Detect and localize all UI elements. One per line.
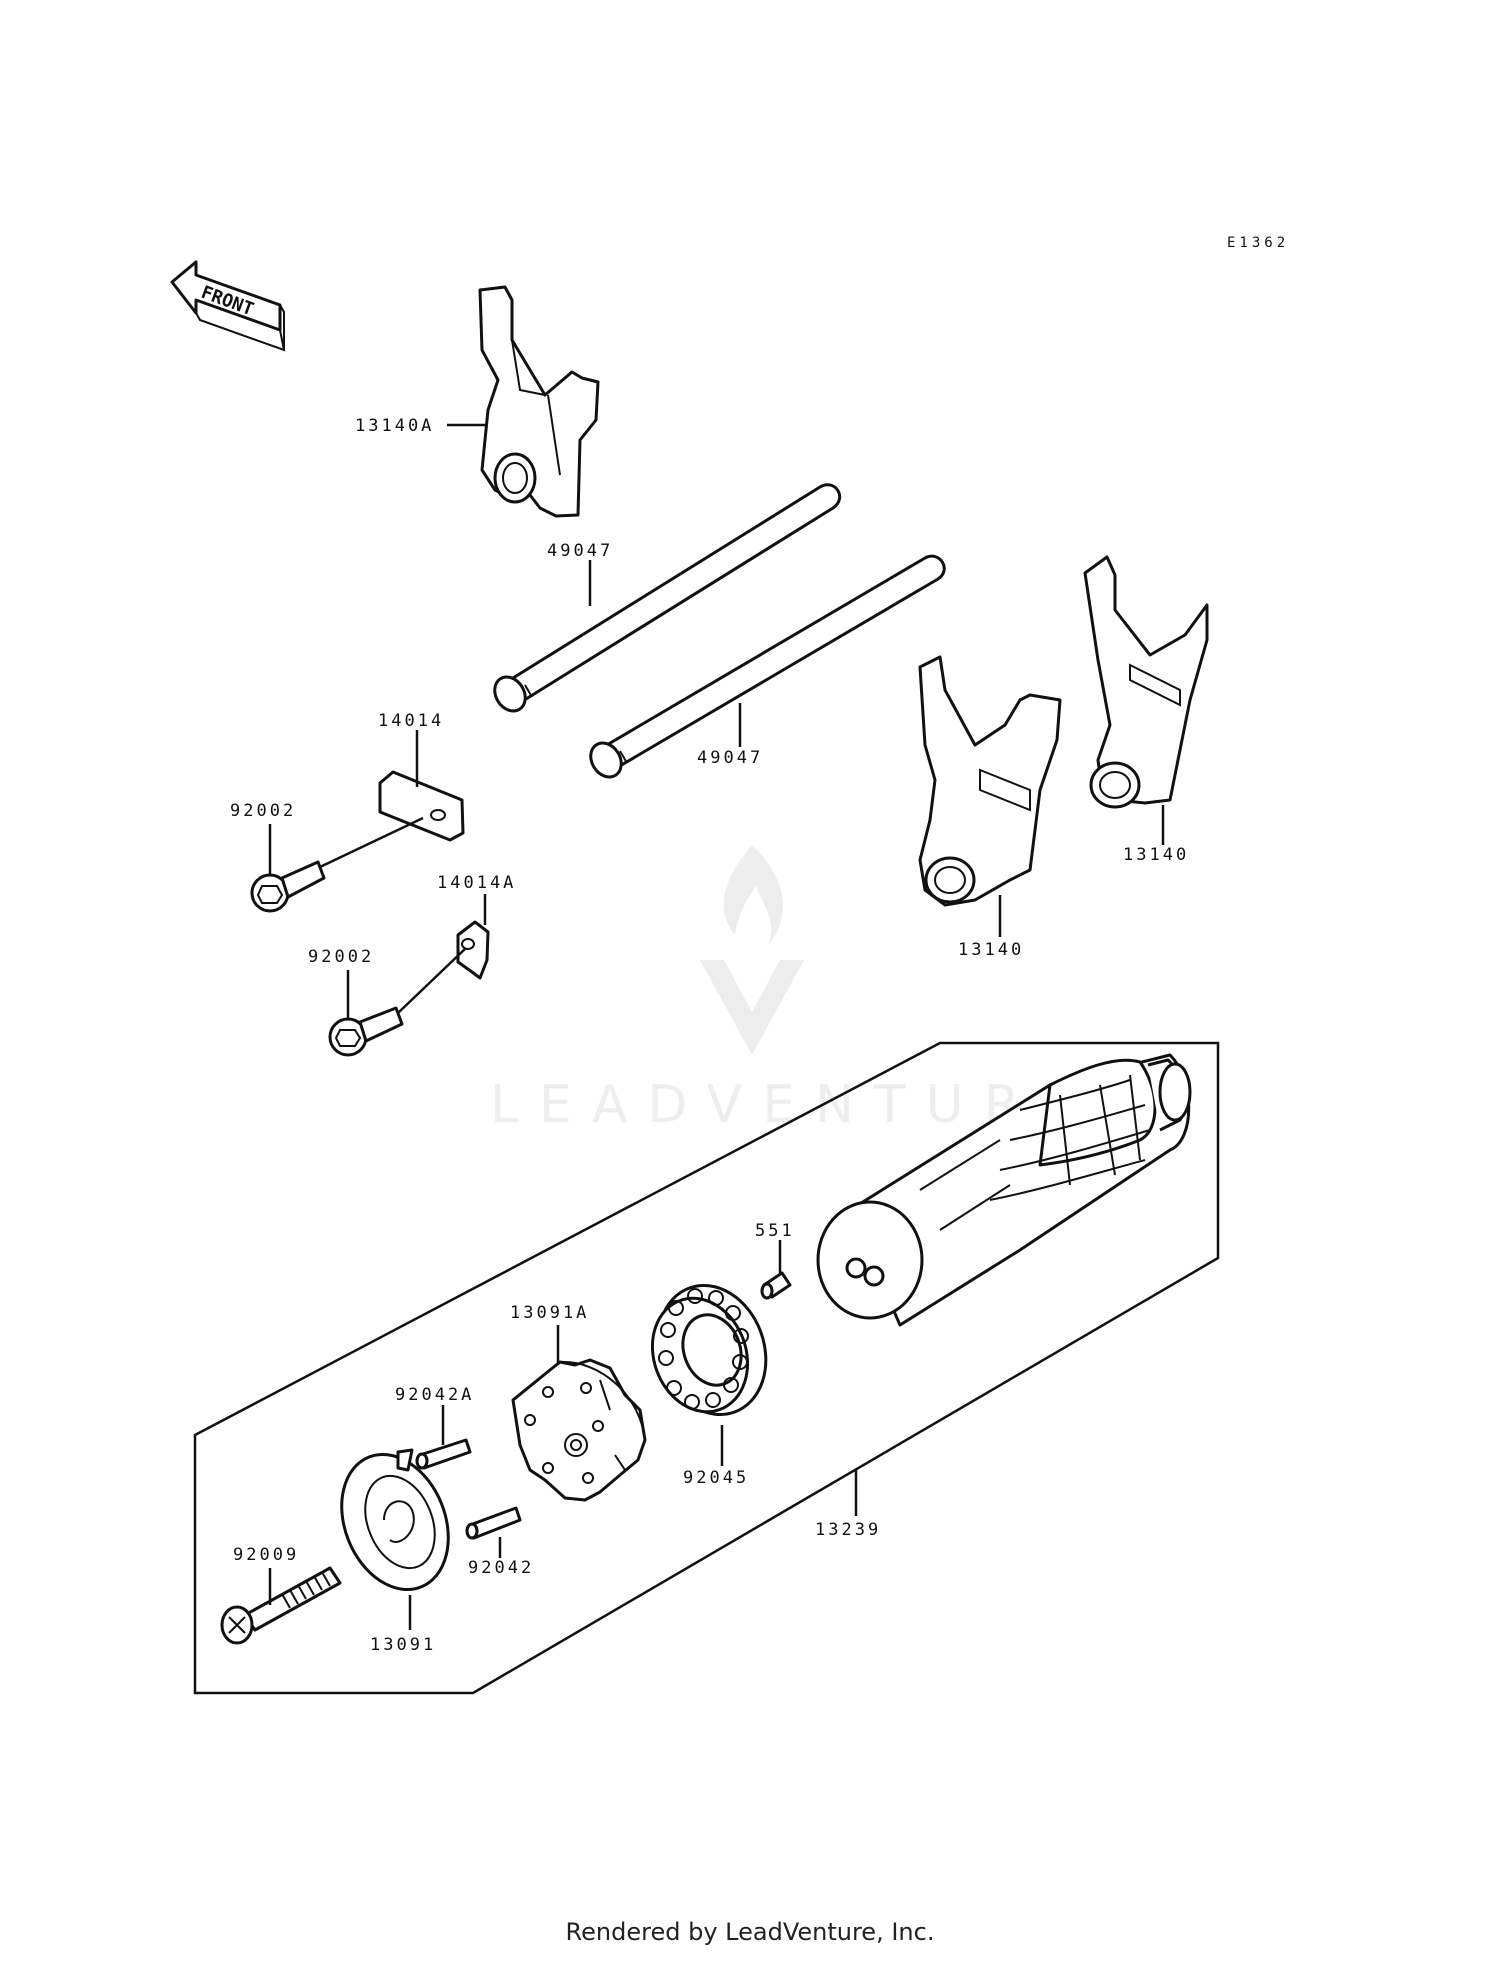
shift-fork-13140-front [918, 655, 1062, 907]
shift-rod-49047-upper [493, 483, 841, 713]
bearing-92045 [650, 1283, 768, 1417]
label-13140A: 13140A [355, 416, 434, 436]
pin-551 [760, 1271, 792, 1300]
pin-holder-13091A [511, 1358, 647, 1502]
label-13140-rear: 13140 [1123, 845, 1189, 865]
diagram-code: E1362 [1227, 235, 1289, 251]
label-13091A: 13091A [510, 1303, 589, 1323]
shift-fork-13140-rear [1083, 555, 1209, 809]
front-arrow-icon: FRONT [170, 260, 286, 352]
label-49047-upper: 49047 [547, 541, 613, 561]
label-13239: 13239 [815, 1520, 881, 1540]
label-92009: 92009 [233, 1545, 299, 1565]
watermark: LEADVENTURE [490, 845, 1093, 1135]
bolt-92002-upper [250, 860, 326, 913]
watermark-v-icon [700, 960, 804, 1055]
shift-rod-49047-lower [589, 554, 946, 779]
label-14014: 14014 [378, 711, 444, 731]
stopper-plate-14014A [456, 920, 490, 980]
shift-drum [816, 1053, 1192, 1327]
pin-92042 [465, 1506, 522, 1540]
watermark-text: LEADVENTURE [490, 1075, 1093, 1135]
drum-assembly-outline [193, 1041, 1220, 1695]
stopper-plate-14014 [378, 770, 465, 842]
label-92042A: 92042A [395, 1385, 474, 1405]
plate-13091 [340, 1448, 450, 1592]
screw-92009 [220, 1566, 342, 1645]
label-92045: 92045 [683, 1468, 749, 1488]
bolt-92002-lower [328, 1006, 404, 1057]
watermark-flame-icon [723, 845, 783, 945]
label-551: 551 [755, 1221, 795, 1241]
label-49047-lower: 49047 [697, 748, 763, 768]
label-13091: 13091 [370, 1635, 436, 1655]
label-92002-lower: 92002 [308, 947, 374, 967]
footer-credit: Rendered by LeadVenture, Inc. [565, 1918, 935, 1946]
label-13140-front: 13140 [958, 940, 1024, 960]
label-92042: 92042 [468, 1558, 534, 1578]
pin-92042A [415, 1438, 472, 1470]
label-14014A: 14014A [437, 873, 516, 893]
shift-fork-13140A [478, 285, 600, 518]
label-92002-upper: 92002 [230, 801, 296, 821]
